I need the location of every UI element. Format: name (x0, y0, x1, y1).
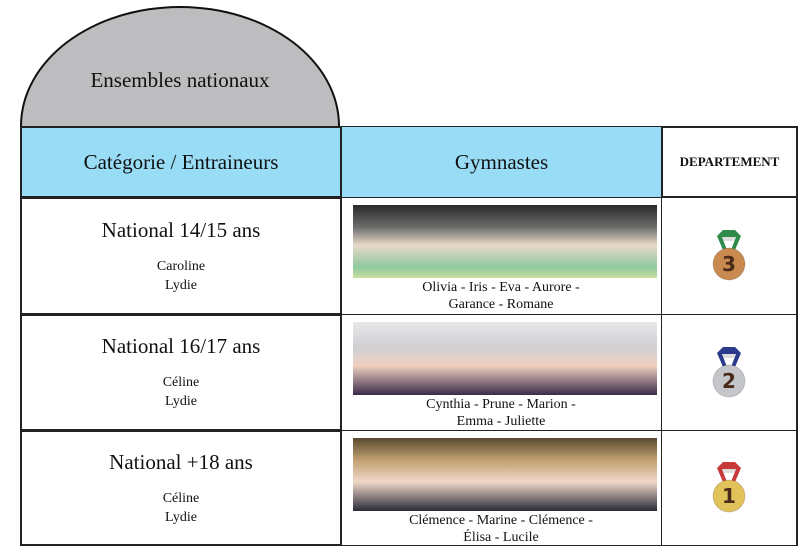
header-gymnasts: Gymnastes (341, 126, 662, 198)
medal-icon: 2 (712, 346, 746, 397)
category-cell: National 16/17 ans Céline Lydie (20, 314, 342, 431)
gymnast-names: Cynthia - Prune - Marion - Emma - Juliet… (341, 396, 661, 430)
gymnast-names-line: Clémence - Marine - Clémence - (409, 513, 593, 528)
header-category: Catégorie / Entraineurs (20, 126, 342, 198)
title-text: Ensembles nationaux (90, 67, 270, 92)
gymnast-names-line: Cynthia - Prune - Marion - (426, 397, 576, 412)
category-cell: National 14/15 ans Caroline Lydie (20, 197, 342, 315)
medal-icon: 1 (712, 462, 746, 513)
header-department: DEPARTEMENT (661, 126, 798, 198)
department-cell: 1 (661, 430, 798, 546)
coach-name: Lydie (165, 509, 197, 525)
category-name: National +18 ans (109, 449, 253, 474)
gymnast-names: Clémence - Marine - Clémence - Élisa - L… (341, 512, 661, 546)
coach-name: Céline (162, 375, 200, 390)
header-gymnasts-text: Gymnastes (454, 149, 549, 174)
department-cell: 3 (661, 197, 798, 315)
section-title: Ensembles nationaux (20, 6, 340, 126)
gymnast-names-line: Emma - Juliette (456, 414, 546, 429)
gymnast-names-line: Élisa - Lucile (463, 530, 539, 545)
coach-name: Céline (162, 490, 200, 506)
category-name: National 16/17 ans (101, 334, 261, 358)
coach-name: Lydie (165, 277, 197, 293)
medal-icon: 3 (712, 230, 746, 281)
coach-name: Lydie (165, 394, 197, 409)
department-cell: 2 (661, 314, 798, 431)
medal-rank: 2 (722, 369, 736, 393)
header-department-text: DEPARTEMENT (679, 154, 780, 169)
header-category-text: Catégorie / Entraineurs (83, 149, 279, 174)
team-photo (353, 205, 657, 278)
coach-name: Caroline (156, 258, 206, 274)
medal-rank: 3 (722, 252, 736, 276)
team-photo (353, 322, 657, 395)
medal-rank: 1 (722, 484, 736, 508)
gymnast-names-line: Garance - Romane (448, 297, 554, 312)
team-photo (353, 438, 657, 511)
category-cell: National +18 ans Céline Lydie (20, 430, 342, 546)
gymnast-names-line: Olivia - Iris - Eva - Aurore - (422, 280, 580, 295)
category-name: National 14/15 ans (101, 217, 261, 242)
gymnast-names: Olivia - Iris - Eva - Aurore - Garance -… (341, 279, 661, 313)
